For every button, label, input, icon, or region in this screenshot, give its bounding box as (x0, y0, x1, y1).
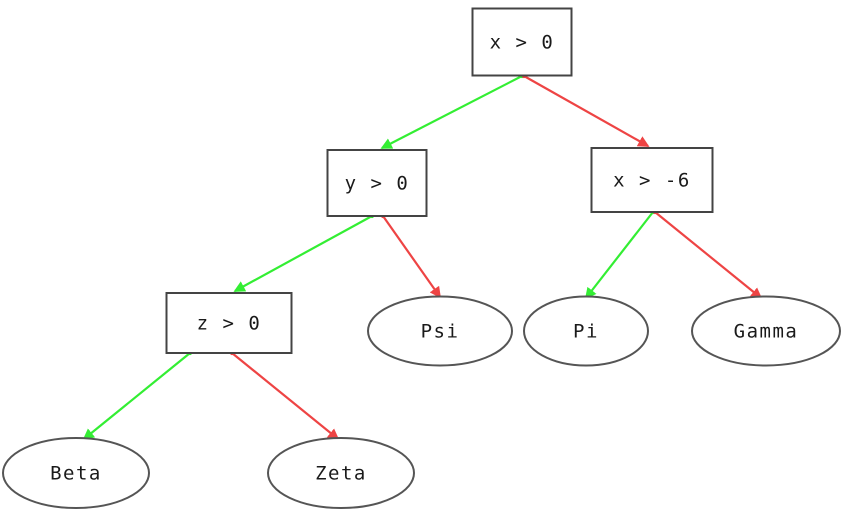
leaf-node-ellipse (2, 437, 150, 509)
node-z_gt_0[interactable]: z > 0 (165, 292, 293, 354)
edge-x_gt_m6-to-gamma-false (654, 211, 763, 300)
node-label: x > 0 (490, 32, 555, 54)
edge-y_gt_0-to-z_gt_0-true (233, 215, 373, 292)
decision-node-box (471, 7, 573, 77)
decision-node-box (165, 292, 293, 354)
leaf-node-ellipse (367, 295, 513, 367)
node-beta[interactable]: Beta (2, 437, 150, 509)
node-zeta[interactable]: Zeta (267, 437, 415, 509)
node-pi[interactable]: Pi (523, 295, 649, 367)
node-y_gt_0[interactable]: y > 0 (326, 149, 428, 217)
leaf-node-ellipse (691, 295, 841, 367)
node-label: Zeta (315, 463, 367, 485)
node-label: x > -6 (613, 170, 691, 192)
decision-node-box (326, 149, 428, 217)
node-label: z > 0 (197, 313, 262, 335)
edge-z_gt_0-to-beta-true (82, 352, 191, 441)
node-label: Pi (573, 321, 599, 343)
node-x_gt_m6[interactable]: x > -6 (590, 147, 714, 213)
edge-z_gt_0-to-zeta-false (231, 352, 340, 441)
node-label: y > 0 (345, 173, 410, 195)
node-root[interactable]: x > 0 (471, 7, 573, 77)
node-psi[interactable]: Psi (367, 295, 513, 367)
edge-root-to-y_gt_0-true (380, 75, 523, 149)
node-label: Gamma (734, 321, 799, 343)
leaf-node-ellipse (267, 437, 415, 509)
node-label: Beta (50, 463, 102, 485)
node-label: Psi (421, 321, 460, 343)
decision-node-box (590, 147, 714, 213)
edge-root-to-x_gt_m6-false (523, 75, 650, 147)
node-gamma[interactable]: Gamma (691, 295, 841, 367)
edge-x_gt_m6-to-pi-true (584, 211, 654, 300)
leaf-node-ellipse (523, 295, 649, 367)
edge-y_gt_0-to-psi-false (382, 215, 441, 299)
